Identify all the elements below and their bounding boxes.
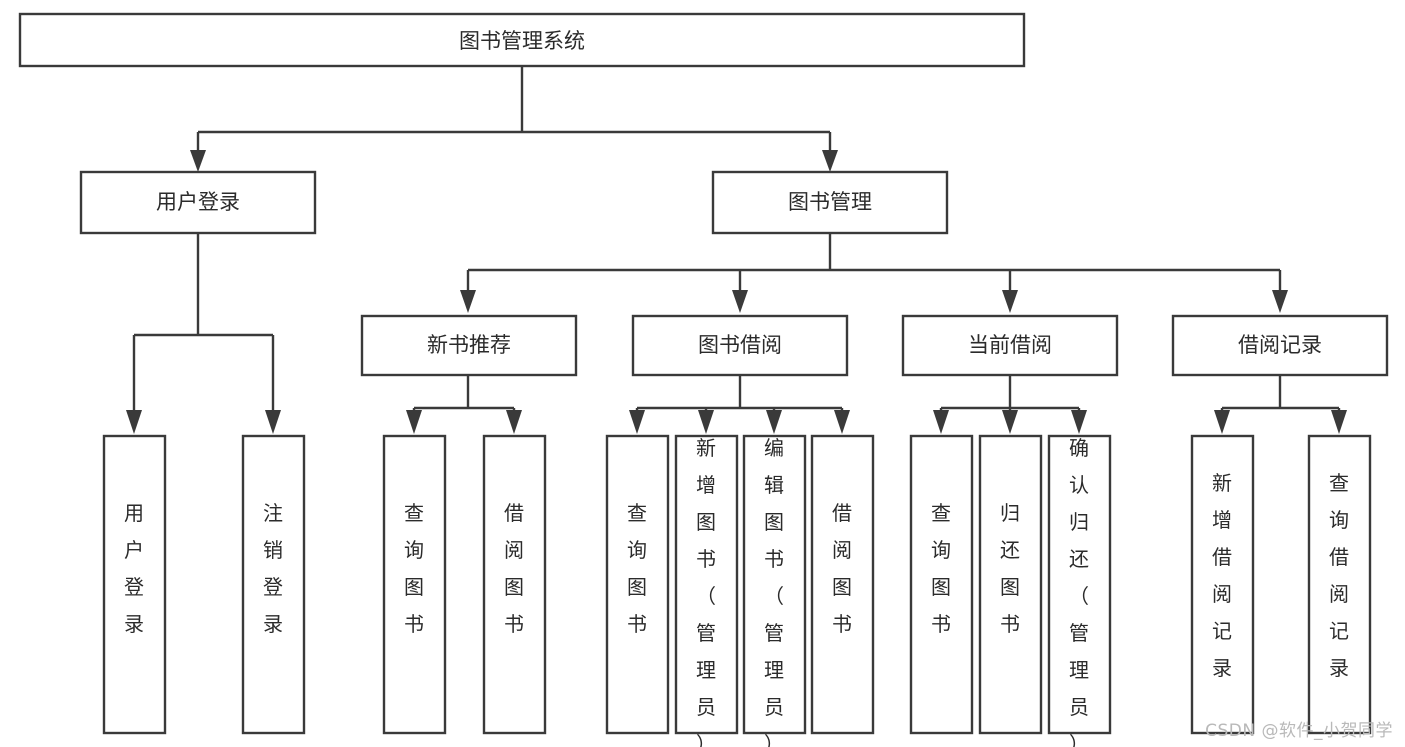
leaf-node-recommend-borrow-book[interactable]: 借阅图书 [482, 434, 547, 735]
leaf-node-borrow-edit-book-label: 编辑图书（管理员） [764, 436, 784, 747]
leaf-node-current-query-book-label: 查询图书 [931, 501, 951, 636]
arrow-head-icon [629, 410, 645, 434]
arrow-head-icon [190, 150, 206, 172]
arrow-head-icon [822, 150, 838, 172]
connector-borrow-record-to-leaves [1214, 375, 1347, 434]
arrow-head-icon [460, 290, 476, 313]
arrow-head-icon [265, 410, 281, 434]
connector-new-book-to-leaves [406, 375, 522, 434]
arrow-head-icon [406, 410, 422, 434]
arrow-head-icon [732, 290, 748, 313]
leaf-node-borrow-add-book[interactable]: 新增图书（管理员） [674, 434, 739, 747]
leaf-node-current-confirm-return[interactable]: 确认归还（管理员） [1047, 434, 1112, 747]
arrow-head-icon [698, 410, 714, 434]
arrow-head-icon [1214, 410, 1230, 434]
node-book-management[interactable]: 图书管理 [711, 170, 949, 235]
leaf-node-borrow-edit-book[interactable]: 编辑图书（管理员） [742, 434, 807, 747]
connector-current-borrow-to-leaves [933, 375, 1087, 434]
node-user-login-label: 用户登录 [156, 190, 240, 214]
node-new-book-recommend-label: 新书推荐 [427, 333, 511, 357]
arrow-head-icon [126, 410, 142, 434]
node-book-management-label: 图书管理 [788, 190, 872, 214]
leaf-node-current-return-book[interactable]: 归还图书 [978, 434, 1043, 735]
leaf-node-current-return-book-label: 归还图书 [1000, 501, 1020, 636]
arrow-head-icon [1002, 290, 1018, 313]
leaf-node-user-logout[interactable]: 注销登录 [241, 434, 306, 735]
connector-book-mgmt-to-level3 [460, 233, 1288, 313]
node-book-borrow[interactable]: 图书借阅 [631, 314, 849, 377]
arrow-head-icon [1272, 290, 1288, 313]
node-new-book-recommend[interactable]: 新书推荐 [360, 314, 578, 377]
leaf-node-borrow-query-book-label: 查询图书 [627, 501, 647, 636]
arrow-head-icon [1331, 410, 1347, 434]
csdn-watermark: CSDN @软件_小贺同学 [1205, 721, 1393, 741]
leaf-node-current-confirm-return-label: 确认归还（管理员） [1069, 436, 1089, 747]
arrow-head-icon [834, 410, 850, 434]
leaf-node-borrow-query-book[interactable]: 查询图书 [605, 434, 670, 735]
leaf-node-borrow-borrow-book[interactable]: 借阅图书 [810, 434, 875, 735]
leaf-node-recommend-borrow-book-label: 借阅图书 [504, 501, 524, 636]
arrow-head-icon [766, 410, 782, 434]
node-root-system[interactable]: 图书管理系统 [18, 12, 1026, 68]
arrow-head-icon [933, 410, 949, 434]
leaf-node-user-login-login-label: 用户登录 [124, 501, 144, 636]
leaf-node-record-query-record[interactable]: 查询借阅记录 [1307, 434, 1372, 735]
arrow-head-icon [1071, 410, 1087, 434]
node-current-borrow-label: 当前借阅 [968, 333, 1052, 357]
connector-book-borrow-to-leaves [629, 375, 850, 434]
leaf-node-borrow-add-book-label: 新增图书（管理员） [696, 436, 716, 747]
leaf-node-record-query-record-label: 查询借阅记录 [1329, 471, 1349, 680]
node-root-system-label: 图书管理系统 [459, 29, 585, 53]
leaf-node-borrow-borrow-book-label: 借阅图书 [832, 501, 852, 636]
connector-root-to-level2 [190, 66, 838, 172]
leaf-node-current-query-book[interactable]: 查询图书 [909, 434, 974, 735]
node-book-borrow-label: 图书借阅 [698, 333, 782, 357]
leaf-node-recommend-query-book-label: 查询图书 [404, 501, 424, 636]
leaf-node-user-login-login[interactable]: 用户登录 [102, 434, 167, 735]
node-borrow-record[interactable]: 借阅记录 [1171, 314, 1389, 377]
node-borrow-record-label: 借阅记录 [1238, 333, 1322, 357]
node-current-borrow[interactable]: 当前借阅 [901, 314, 1119, 377]
arrow-head-icon [1002, 410, 1018, 434]
connector-user-login-to-leaves [126, 233, 281, 434]
leaf-node-record-add-record[interactable]: 新增借阅记录 [1190, 434, 1255, 735]
arrow-head-icon [506, 410, 522, 434]
leaf-node-record-add-record-label: 新增借阅记录 [1212, 471, 1232, 680]
leaf-node-user-logout-label: 注销登录 [263, 501, 283, 636]
leaf-node-recommend-query-book[interactable]: 查询图书 [382, 434, 447, 735]
node-user-login[interactable]: 用户登录 [79, 170, 317, 235]
